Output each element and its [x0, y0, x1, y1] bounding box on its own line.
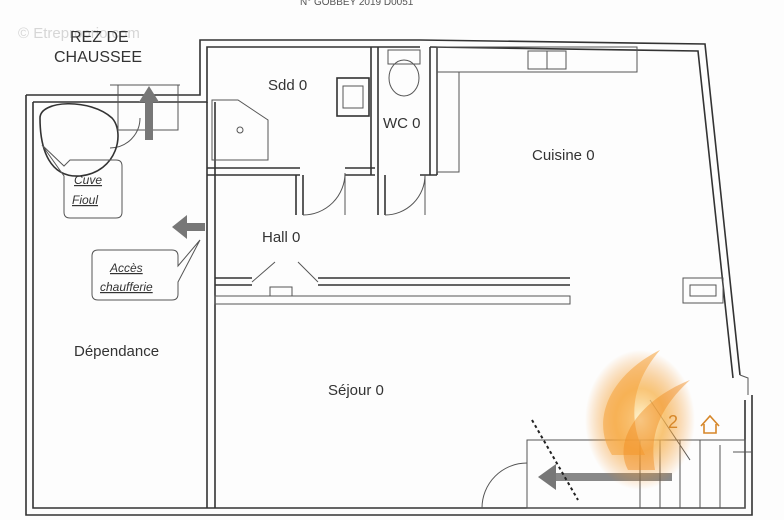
- flame-decoration: [585, 350, 695, 490]
- room-label-wc: WC 0: [383, 115, 421, 132]
- stair-number: 2: [668, 412, 678, 432]
- bathroom-fixtures: [211, 49, 421, 161]
- kitchen-counter: [436, 46, 638, 173]
- room-label-sdd: Sdd 0: [268, 77, 307, 94]
- plan-title-line1: REZ DE: [70, 29, 129, 46]
- room-label-hall: Hall 0: [262, 229, 300, 246]
- outer-walls: [25, 39, 753, 516]
- callout-acces-line1: Accès: [109, 261, 143, 275]
- plan-reference: N° GOBBEY 2019 D0051: [300, 0, 414, 8]
- room-label-dependance: Dépendance: [74, 343, 159, 360]
- right-edge-detail: [733, 374, 752, 453]
- callout-acces-chaufferie: Accès chaufferie: [91, 239, 201, 301]
- callout-cuve-fioul: Cuve Fioul: [41, 144, 123, 219]
- room-label-cuisine: Cuisine 0: [532, 147, 595, 164]
- doors: [109, 117, 528, 509]
- room-label-sejour: Séjour 0: [328, 382, 384, 399]
- callout-cuve-line1: Cuve: [74, 173, 102, 187]
- plan-title-line2: CHAUSSEE: [54, 49, 142, 66]
- callout-acces-line2: chaufferie: [100, 280, 153, 294]
- dependance-wall: [206, 102, 216, 508]
- home-icon: [700, 414, 720, 434]
- sejour-wall: [214, 277, 724, 305]
- fuel-tank: [39, 84, 180, 177]
- callout-cuve-line2: Fioul: [72, 193, 98, 207]
- watermark: © Etreproprio.com: [18, 25, 140, 42]
